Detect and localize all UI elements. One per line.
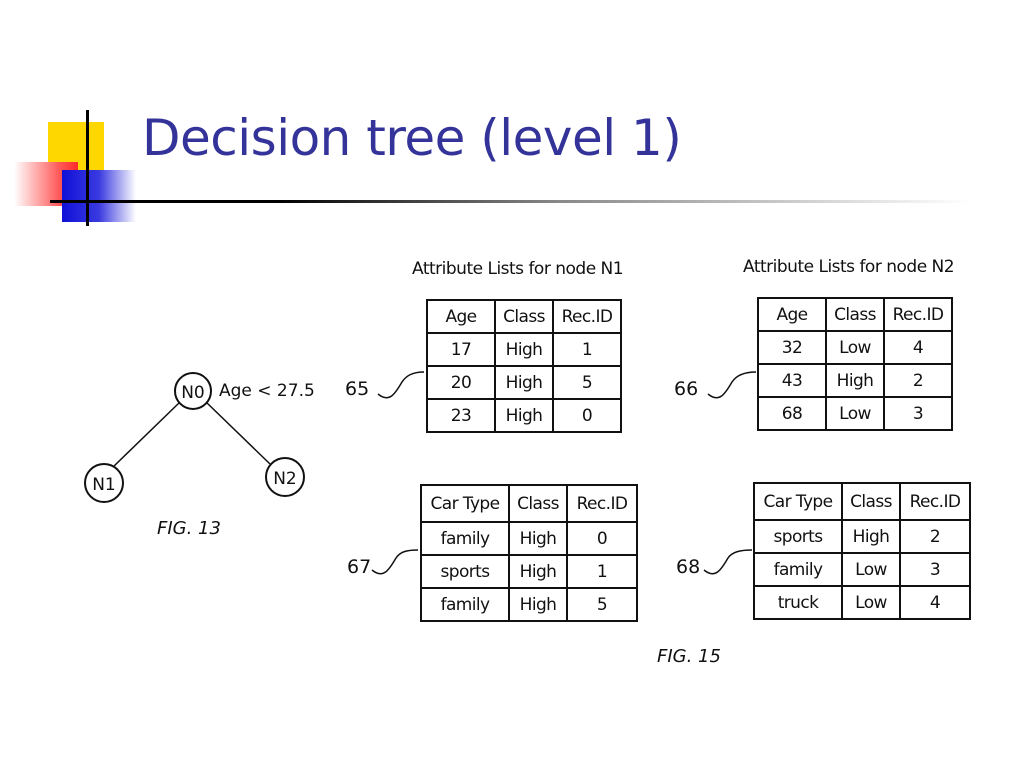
table-cell: 3 — [883, 396, 953, 431]
table-cell: High — [841, 519, 901, 554]
table-cell: High — [508, 554, 568, 589]
column-header: Rec.ID — [566, 484, 638, 523]
column-header: Rec.ID — [899, 482, 971, 521]
column-header: Car Type — [753, 482, 843, 521]
table-row: family High 5 — [420, 587, 638, 622]
slide-title: Decision tree (level 1) — [142, 109, 682, 167]
edge-n0-n1 — [111, 401, 181, 469]
table-cell: 4 — [883, 330, 953, 365]
ref-67: 67 — [347, 556, 372, 578]
leader-66 — [707, 371, 757, 399]
table-header-row: Age Class Rec.ID — [757, 297, 953, 332]
n1-age-attribute-list: Age Class Rec.ID 17 High 1 20 High 5 23 … — [426, 299, 622, 433]
column-header: Class — [494, 299, 554, 334]
table-cell: 17 — [426, 332, 496, 367]
fig13-caption: FIG. 13 — [157, 518, 221, 539]
column-header: Car Type — [420, 484, 510, 523]
table-cell: 23 — [426, 398, 496, 433]
table-cell: High — [508, 587, 568, 622]
ref-68: 68 — [676, 556, 701, 578]
table-row: 32 Low 4 — [757, 330, 953, 365]
table-cell: 3 — [899, 552, 971, 587]
node-n1-label: N1 — [92, 475, 116, 495]
table-row: sports High 2 — [753, 519, 971, 554]
table-header-row: Car Type Class Rec.ID — [420, 484, 638, 523]
table-row: family Low 3 — [753, 552, 971, 587]
table-cell: 5 — [552, 365, 622, 400]
column-header: Age — [426, 299, 496, 334]
table-cell: 1 — [552, 332, 622, 367]
leader-67 — [371, 549, 419, 575]
table-row: family High 0 — [420, 521, 638, 556]
table-cell: High — [825, 363, 885, 398]
table-cell: 0 — [566, 521, 638, 556]
table-cell: 20 — [426, 365, 496, 400]
n1-cartype-attribute-list: Car Type Class Rec.ID family High 0 spor… — [420, 484, 638, 622]
table-cell: High — [494, 398, 554, 433]
table-cell: Low — [825, 330, 885, 365]
node-n1-circle — [84, 463, 124, 503]
n2-age-attribute-list: Age Class Rec.ID 32 Low 4 43 High 2 68 L… — [757, 297, 953, 431]
table-cell: family — [420, 587, 510, 622]
table-header-row: Car Type Class Rec.ID — [753, 482, 971, 521]
decor-vertical-line — [86, 110, 89, 226]
decor-blue-bar — [62, 170, 136, 222]
table-cell: sports — [753, 519, 843, 554]
table-row: 17 High 1 — [426, 332, 622, 367]
column-header: Class — [825, 297, 885, 332]
node-n2-label: N2 — [273, 469, 297, 489]
node-n0-label: N0 — [181, 383, 205, 403]
title-underline — [50, 200, 970, 203]
node-n2-heading: Attribute Lists for node N2 — [743, 257, 955, 277]
table-cell: 0 — [552, 398, 622, 433]
node-n0-circle — [174, 372, 212, 410]
table-cell: Low — [841, 552, 901, 587]
table-cell: 5 — [566, 587, 638, 622]
n2-cartype-attribute-list: Car Type Class Rec.ID sports High 2 fami… — [753, 482, 971, 620]
table-cell: High — [494, 365, 554, 400]
split-condition: Age < 27.5 — [219, 381, 315, 401]
leader-65 — [377, 371, 425, 399]
table-cell: family — [420, 521, 510, 556]
column-header: Rec.ID — [552, 299, 622, 334]
table-cell: 43 — [757, 363, 827, 398]
column-header: Rec.ID — [883, 297, 953, 332]
ref-65: 65 — [345, 378, 370, 400]
table-row: sports High 1 — [420, 554, 638, 589]
table-cell: 32 — [757, 330, 827, 365]
table-row: 20 High 5 — [426, 365, 622, 400]
table-header-row: Age Class Rec.ID — [426, 299, 622, 334]
table-cell: 2 — [883, 363, 953, 398]
table-row: 68 Low 3 — [757, 396, 953, 431]
node-n2-circle — [265, 457, 305, 497]
table-cell: 2 — [899, 519, 971, 554]
edge-n0-n2 — [205, 401, 271, 465]
table-cell: High — [508, 521, 568, 556]
table-row: truck Low 4 — [753, 585, 971, 620]
column-header: Class — [841, 482, 901, 521]
table-cell: 4 — [899, 585, 971, 620]
table-cell: family — [753, 552, 843, 587]
table-cell: truck — [753, 585, 843, 620]
table-cell: Low — [841, 585, 901, 620]
table-row: 43 High 2 — [757, 363, 953, 398]
table-cell: Low — [825, 396, 885, 431]
column-header: Class — [508, 484, 568, 523]
ref-66: 66 — [674, 378, 699, 400]
table-cell: High — [494, 332, 554, 367]
table-cell: 68 — [757, 396, 827, 431]
leader-68 — [703, 549, 753, 575]
table-cell: sports — [420, 554, 510, 589]
table-row: 23 High 0 — [426, 398, 622, 433]
table-cell: 1 — [566, 554, 638, 589]
column-header: Age — [757, 297, 827, 332]
fig15-caption: FIG. 15 — [657, 646, 721, 667]
node-n1-heading: Attribute Lists for node N1 — [412, 259, 624, 279]
